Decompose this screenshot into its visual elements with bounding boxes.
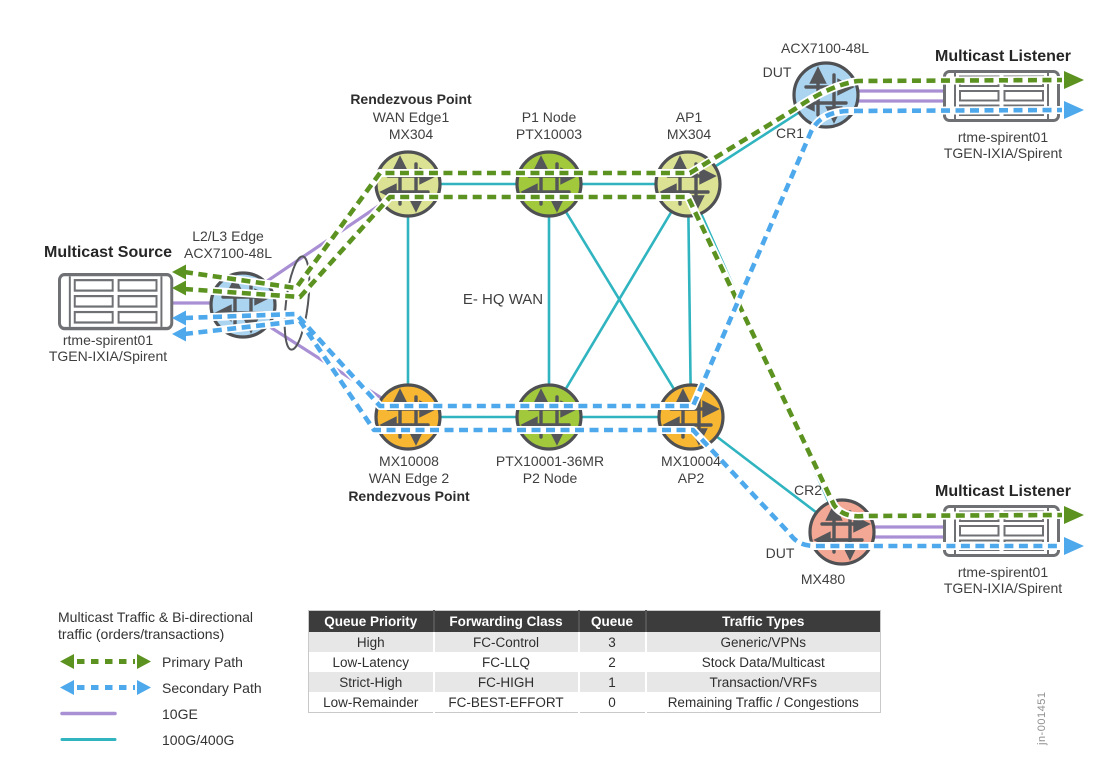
legend-label-100g: 100G/400G — [162, 731, 235, 748]
col-traffic-types: Traffic Types — [644, 610, 881, 632]
legend-item-10ge: 10GE — [58, 705, 198, 722]
figure-id-label: jn-001451 — [1036, 691, 1048, 745]
listener-bottom-platform-label: TGEN-IXIA/Spirent — [943, 580, 1063, 596]
legend-item-100g-400g: 100G/400G — [58, 731, 234, 748]
col-queue: Queue — [577, 610, 646, 632]
legend-caption-line2: traffic (orders/transactions) — [58, 626, 225, 642]
primary-path — [183, 76, 1063, 521]
secondary-arrow-listener-bottom — [1064, 537, 1084, 555]
cr2-model-label: MX480 — [800, 571, 846, 587]
source-platform-label: TGEN-IXIA/Spirent — [48, 348, 168, 364]
cell-queue: 1 — [577, 672, 646, 692]
cell-forwarding-class: FC-Control — [432, 632, 579, 652]
cr2-dut-label: DUT — [765, 545, 795, 561]
primary-arrow-to-source-2 — [172, 280, 186, 296]
primary-arrow-listener-bottom — [1064, 506, 1084, 524]
multicast-source-chassis-icon — [57, 272, 174, 331]
legend-label-secondary: Secondary Path — [162, 679, 262, 696]
cr1-name-label: CR1 — [775, 125, 805, 141]
cell-queue: 3 — [577, 632, 646, 652]
node-p1 — [515, 150, 583, 218]
path-arrowheads — [172, 71, 1084, 555]
col-forwarding-class: Forwarding Class — [432, 610, 579, 632]
listener-top-platform-label: TGEN-IXIA/Spirent — [943, 145, 1063, 161]
link-bundle-ellipse-icon — [283, 255, 311, 351]
legend-item-primary-path: Primary Path — [58, 653, 243, 670]
primary-arrow-listener-top — [1064, 71, 1084, 89]
100g-line-icon — [60, 738, 117, 741]
listener-top-device-label: rtme-spirent01 — [957, 129, 1049, 145]
cell-queue: 2 — [577, 652, 646, 672]
secondary-arrow-to-source-1 — [172, 310, 186, 326]
cell-queue: 0 — [577, 692, 646, 713]
wan-edge1-role-label: Rendezvous Point — [350, 91, 472, 107]
wan-edge1-label: WAN Edge1 — [372, 109, 450, 125]
primary-arrow-to-source-1 — [172, 264, 186, 280]
cr2-name-label: CR2 — [793, 482, 823, 498]
p2-node-label: P2 Node — [522, 470, 578, 486]
cr1-model-label: ACX7100-48L — [781, 40, 869, 56]
table-row: Low-Remainder FC-BEST-EFFORT 0 Remaining… — [309, 692, 881, 713]
listener-bottom-device-label: rtme-spirent01 — [957, 564, 1049, 580]
multicast-listener-top-title: Multicast Listener — [934, 48, 1072, 65]
p1-node-model-label: PTX10003 — [515, 126, 583, 142]
secondary-arrow-to-source-2 — [172, 326, 186, 342]
cell-queue-priority: Low-Latency — [332, 654, 410, 670]
wan-edge2-role-label: Rendezvous Point — [348, 488, 470, 504]
multicast-listener-bottom-title: Multicast Listener — [934, 483, 1072, 500]
table-row: Low-Latency FC-LLQ 2 Stock Data/Multicas… — [309, 652, 881, 672]
l2l3-edge-model-label: ACX7100-48L — [184, 245, 272, 261]
table-row: Strict-High FC-HIGH 1 Transaction/VRFs — [308, 672, 881, 692]
p2-node-model-label: PTX10001-36MR — [495, 453, 605, 469]
node-ap2 — [657, 383, 725, 451]
10ge-line-icon — [60, 711, 117, 716]
cell-traffic-types: Generic/VPNs — [644, 632, 881, 652]
source-device-label: rtme-spirent01 — [62, 332, 154, 348]
multicast-source-title: Multicast Source — [43, 244, 173, 261]
ap2-model-label: MX10004 — [661, 453, 721, 469]
ap1-model-label: MX304 — [666, 126, 712, 142]
legend-caption-line1: Multicast Traffic & Bi-directional — [58, 609, 254, 625]
qos-queue-table: Queue Priority Forwarding Class Queue Tr… — [308, 610, 881, 713]
secondary-arrow-listener-top — [1064, 101, 1084, 119]
node-wan-edge2 — [374, 383, 442, 451]
cell-queue-priority: Low-Remainder — [323, 694, 419, 710]
cr1-dut-label: DUT — [762, 64, 792, 80]
node-p2 — [515, 383, 583, 451]
wan-edge2-model-label: MX10008 — [379, 453, 439, 469]
ap1-label: AP1 — [675, 109, 703, 125]
ap2-label: AP2 — [677, 470, 705, 486]
primary-path-arrow-icon — [60, 654, 151, 669]
qos-table-header-row: Queue Priority Forwarding Class Queue Tr… — [308, 610, 881, 632]
wan-edge2-label: WAN Edge 2 — [368, 470, 450, 486]
cell-forwarding-class: FC-BEST-EFFORT — [432, 692, 579, 713]
cell-traffic-types: Transaction/VRFs — [644, 672, 881, 692]
legend-label-10ge: 10GE — [162, 705, 198, 722]
secondary-path-arrow-icon — [60, 680, 151, 695]
cell-forwarding-class: FC-LLQ — [432, 652, 579, 672]
cell-forwarding-class: FC-HIGH — [432, 672, 579, 692]
p1-node-label: P1 Node — [521, 109, 577, 125]
l2l3-edge-label: L2/L3 Edge — [192, 228, 264, 244]
legend-item-secondary-path: Secondary Path — [58, 679, 262, 696]
secondary-path — [183, 106, 1063, 550]
cell-traffic-types: Stock Data/Multicast — [644, 652, 881, 672]
col-queue-priority: Queue Priority — [308, 610, 434, 632]
links-100g-400g — [406, 93, 844, 534]
cell-queue-priority: High — [308, 632, 434, 652]
wan-edge1-model-label: MX304 — [388, 126, 434, 142]
wan-region-label: E- HQ WAN — [462, 291, 544, 308]
table-row: High FC-Control 3 Generic/VPNs — [308, 632, 881, 652]
cell-queue-priority: Strict-High — [308, 672, 434, 692]
cell-traffic-types: Remaining Traffic / Congestions — [644, 692, 881, 713]
legend-label-primary: Primary Path — [162, 653, 243, 670]
